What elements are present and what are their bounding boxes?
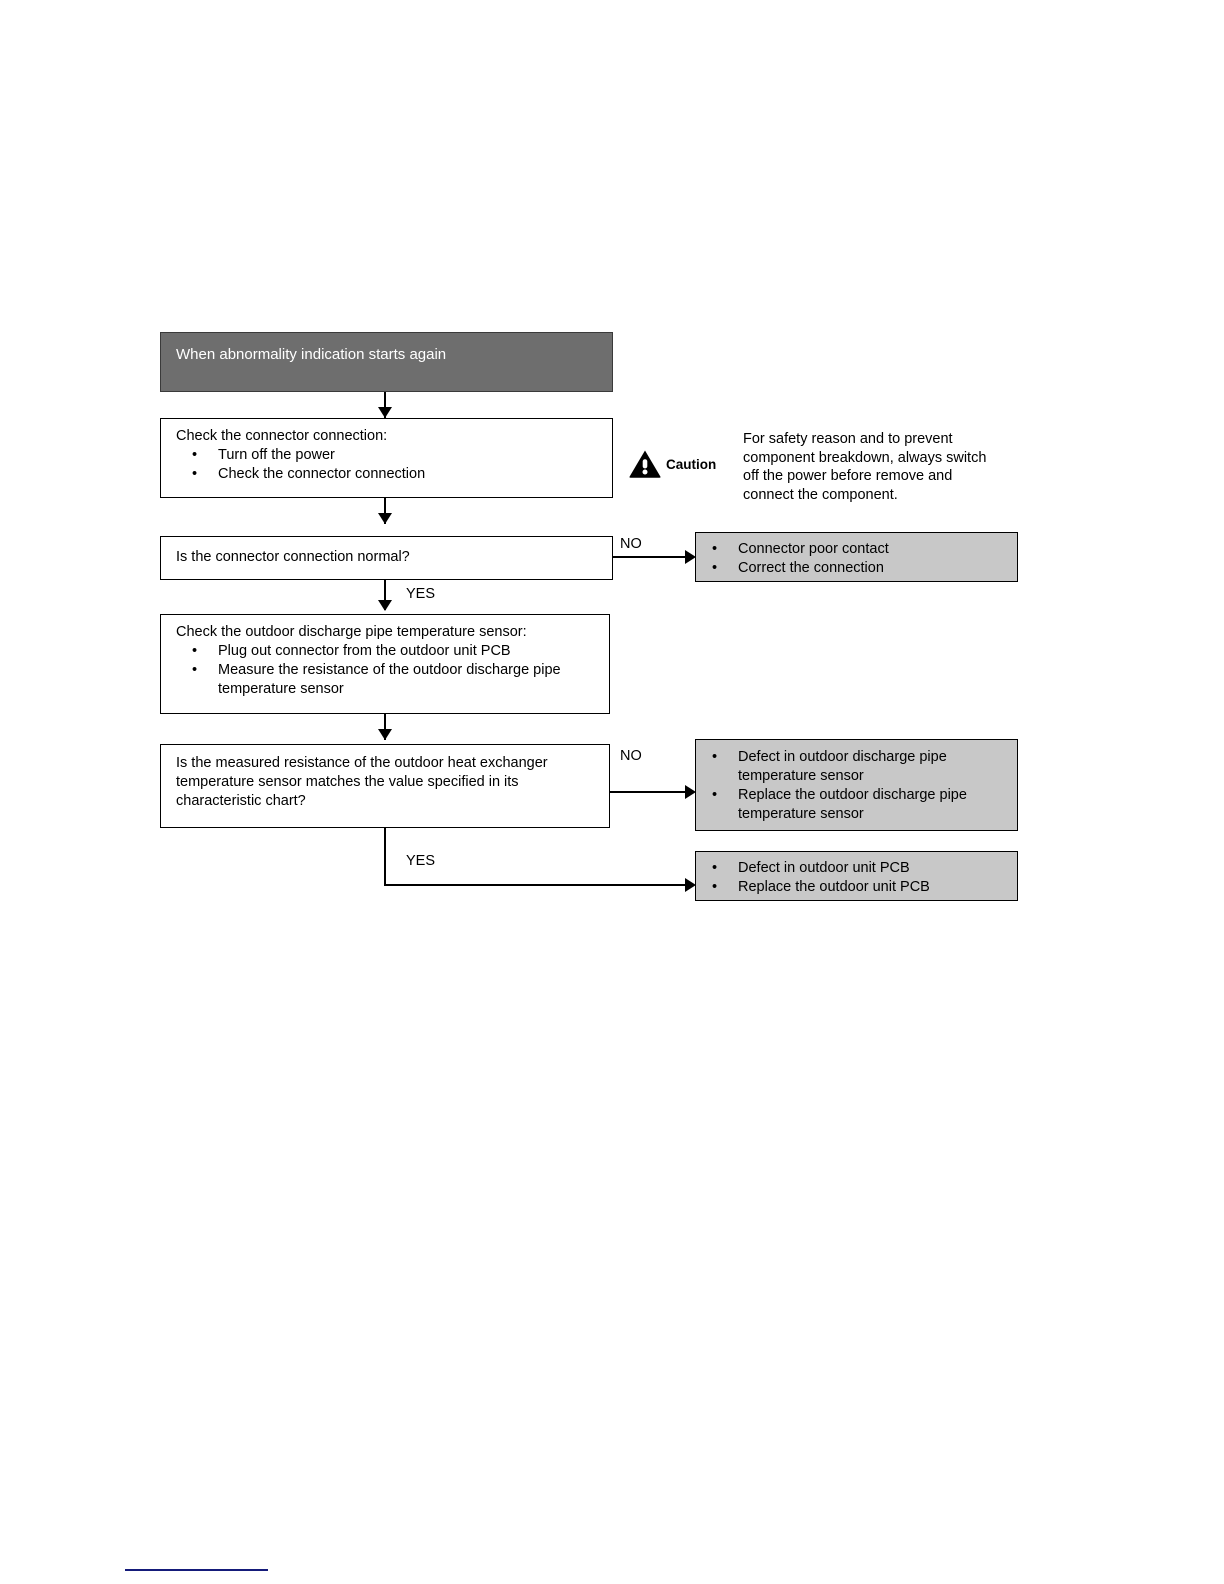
process1-bullet-list: • Turn off the power • Check the connect…: [176, 446, 425, 484]
result3-bullet-list: • Defect in outdoor unit PCB • Replace t…: [696, 859, 930, 897]
edge-start-to-process1: [384, 392, 386, 418]
list-item-label: Replace the outdoor discharge pipe tempe…: [738, 787, 967, 822]
decision-node-connector-normal: Is the connector connection normal?: [160, 536, 613, 580]
list-item-label: Replace the outdoor unit PCB: [738, 879, 930, 895]
arrowhead-process1-to-decision1: [378, 513, 392, 524]
arrowhead-decision1-yes: [378, 600, 392, 611]
result-node-defect-pcb: • Defect in outdoor unit PCB • Replace t…: [695, 851, 1018, 901]
bullet-icon: •: [712, 560, 718, 576]
result1-bullet-list: • Connector poor contact • Correct the c…: [696, 540, 889, 578]
list-item: • Plug out connector from the outdoor un…: [176, 642, 561, 661]
bullet-icon: •: [712, 879, 718, 895]
bullet-icon: •: [192, 662, 198, 678]
list-item-label: Check the connector connection: [218, 466, 426, 482]
list-item: • Check the connector connection: [176, 465, 425, 484]
caution-icon-group: Caution: [628, 449, 716, 479]
edge-label-yes-1: YES: [406, 586, 436, 602]
list-item: • Replace the outdoor discharge pipe tem…: [696, 786, 967, 824]
caution-label: Caution: [666, 456, 717, 472]
bullet-icon: •: [192, 447, 198, 463]
warning-triangle-icon: [629, 450, 661, 478]
bullet-icon: •: [712, 860, 718, 876]
list-item: • Measure the resistance of the outdoor …: [176, 661, 561, 699]
edge-decision1-no: [613, 556, 689, 558]
footer-divider: [125, 1569, 268, 1571]
list-item-label: Measure the resistance of the outdoor di…: [218, 662, 561, 697]
process-node-check-sensor: Check the outdoor discharge pipe tempera…: [160, 614, 610, 714]
list-item: • Connector poor contact: [696, 540, 889, 559]
decision2-question: Is the measured resistance of the outdoo…: [176, 755, 548, 809]
decision1-question: Is the connector connection normal?: [176, 549, 410, 565]
list-item-label: Connector poor contact: [738, 541, 889, 557]
arrowhead-start-to-process1: [378, 407, 392, 418]
edge-decision2-yes-vertical: [384, 828, 386, 886]
process2-bullet-list: • Plug out connector from the outdoor un…: [176, 642, 561, 699]
list-item: • Defect in outdoor unit PCB: [696, 859, 930, 878]
list-item: • Turn off the power: [176, 446, 425, 465]
edge-label-no-2: NO: [620, 748, 642, 764]
list-item: • Correct the connection: [696, 559, 889, 578]
bullet-icon: •: [712, 749, 718, 765]
arrowhead-decision2-yes: [685, 878, 696, 892]
list-item-label: Defect in outdoor discharge pipe tempera…: [738, 749, 947, 784]
bullet-icon: •: [192, 643, 198, 659]
edge-decision2-yes-horizontal: [384, 884, 689, 886]
bullet-icon: •: [712, 787, 718, 803]
start-node: When abnormality indication starts again: [160, 332, 613, 392]
bullet-icon: •: [712, 541, 718, 557]
list-item-label: Turn off the power: [218, 447, 335, 463]
process-node-check-connector: Check the connector connection: • Turn o…: [160, 418, 613, 498]
edge-decision1-yes: [384, 580, 386, 610]
edge-label-yes-2: YES: [406, 853, 436, 869]
edge-decision2-no: [610, 791, 689, 793]
result-node-connector-poor-contact: • Connector poor contact • Correct the c…: [695, 532, 1018, 582]
list-item-label: Correct the connection: [738, 560, 884, 576]
list-item: • Replace the outdoor unit PCB: [696, 878, 930, 897]
list-item-label: Defect in outdoor unit PCB: [738, 860, 910, 876]
result-node-defect-sensor: • Defect in outdoor discharge pipe tempe…: [695, 739, 1018, 831]
list-item: • Defect in outdoor discharge pipe tempe…: [696, 748, 967, 786]
start-node-label: When abnormality indication starts again: [176, 346, 447, 363]
edge-label-no-1: NO: [620, 536, 642, 552]
bullet-icon: •: [192, 466, 198, 482]
arrowhead-process2-to-decision2: [378, 729, 392, 740]
process2-heading: Check the outdoor discharge pipe tempera…: [176, 624, 527, 640]
arrowhead-decision2-no: [685, 785, 696, 799]
result2-bullet-list: • Defect in outdoor discharge pipe tempe…: [696, 748, 967, 824]
edge-process2-to-decision2: [384, 714, 386, 740]
decision-node-resistance-matches: Is the measured resistance of the outdoo…: [160, 744, 610, 828]
arrowhead-decision1-no: [685, 550, 696, 564]
list-item-label: Plug out connector from the outdoor unit…: [218, 643, 511, 659]
process1-heading: Check the connector connection:: [176, 428, 388, 444]
edge-process1-to-decision1: [384, 498, 386, 524]
caution-block: Caution For safety reason and to prevent…: [628, 425, 1008, 505]
caution-text: For safety reason and to prevent compone…: [743, 431, 987, 503]
